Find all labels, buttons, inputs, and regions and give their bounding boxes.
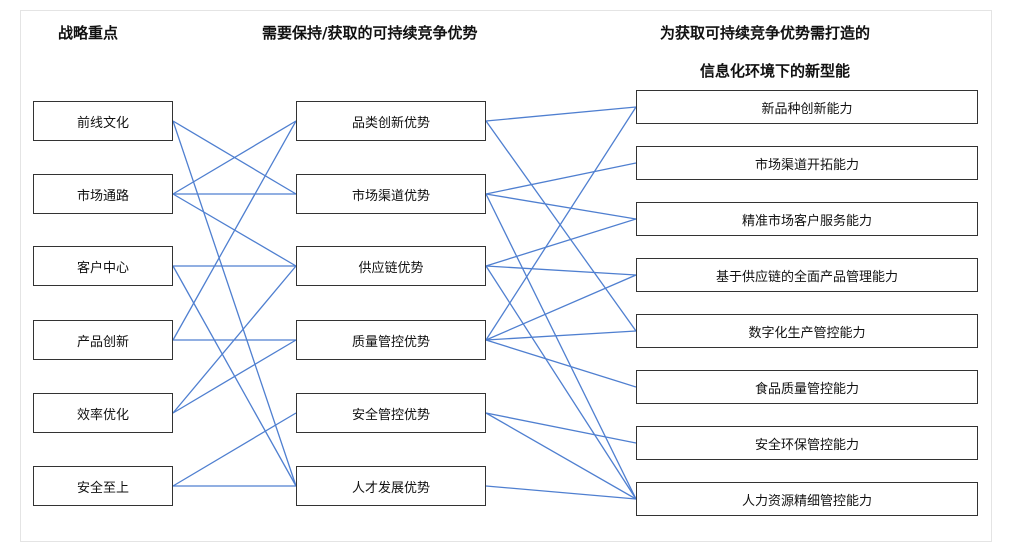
header-capabilities-line1: 为获取可持续竞争优势需打造的 xyxy=(660,24,871,42)
advantage-box: 供应链优势 xyxy=(296,246,486,286)
connector-left-middle xyxy=(172,120,297,195)
connector-left-middle xyxy=(172,265,297,414)
strategy-label: 客户中心 xyxy=(76,260,129,276)
connector-middle-right xyxy=(485,193,637,220)
capability-box: 安全环保管控能力 xyxy=(636,426,978,460)
connector-middle-right xyxy=(485,106,637,122)
connector-middle-right xyxy=(485,106,637,341)
capability-box: 数字化生产管控能力 xyxy=(636,314,978,348)
connector-middle-right xyxy=(485,330,637,341)
advantage-label: 供应链优势 xyxy=(358,260,424,276)
connector-middle-right xyxy=(485,265,637,276)
connector-left-middle xyxy=(172,120,297,341)
header-capabilities-line2: 信息化环境下的新型能 xyxy=(700,62,851,80)
advantage-label: 品类创新优势 xyxy=(351,115,430,131)
connector-middle-right xyxy=(485,274,637,341)
strategy-box: 产品创新 xyxy=(33,320,173,360)
strategy-label: 效率优化 xyxy=(76,407,129,423)
strategy-label: 市场通路 xyxy=(76,188,129,204)
advantage-box: 品类创新优势 xyxy=(296,101,486,141)
strategy-box: 前线文化 xyxy=(33,101,173,141)
capability-label: 新品种创新能力 xyxy=(761,101,853,117)
capability-label: 安全环保管控能力 xyxy=(754,437,859,453)
strategy-box: 客户中心 xyxy=(33,246,173,286)
connector-middle-right xyxy=(485,339,637,388)
strategy-box: 效率优化 xyxy=(33,393,173,433)
capability-label: 人力资源精细管控能力 xyxy=(741,493,872,509)
connector-left-middle xyxy=(172,339,297,414)
header-competitive-advantage: 需要保持/获取的可持续竞争优势 xyxy=(262,24,478,42)
strategy-box: 安全至上 xyxy=(33,466,173,506)
connector-left-middle xyxy=(172,120,297,487)
advantage-label: 市场渠道优势 xyxy=(351,188,430,204)
connector-middle-right xyxy=(485,162,637,195)
connector-left-middle xyxy=(172,412,297,487)
connector-middle-right xyxy=(485,412,637,500)
capability-box: 市场渠道开拓能力 xyxy=(636,146,978,180)
connector-middle-right xyxy=(485,193,637,500)
advantage-box: 质量管控优势 xyxy=(296,320,486,360)
capability-box: 精准市场客户服务能力 xyxy=(636,202,978,236)
strategy-label: 产品创新 xyxy=(76,334,129,350)
capability-label: 基于供应链的全面产品管理能力 xyxy=(715,269,898,285)
capability-box: 基于供应链的全面产品管理能力 xyxy=(636,258,978,292)
diagram-frame xyxy=(20,10,992,542)
advantage-label: 人才发展优势 xyxy=(351,480,430,496)
capability-box: 人力资源精细管控能力 xyxy=(636,482,978,516)
advantage-box: 人才发展优势 xyxy=(296,466,486,506)
advantage-box: 市场渠道优势 xyxy=(296,174,486,214)
capability-box: 食品质量管控能力 xyxy=(636,370,978,404)
strategy-box: 市场通路 xyxy=(33,174,173,214)
header-strategic-focus: 战略重点 xyxy=(58,24,119,42)
advantage-box: 安全管控优势 xyxy=(296,393,486,433)
connector-middle-right xyxy=(485,265,637,500)
capability-label: 精准市场客户服务能力 xyxy=(741,213,872,229)
capability-box: 新品种创新能力 xyxy=(636,90,978,124)
connector-middle-right xyxy=(485,120,637,332)
connector-middle-right xyxy=(485,218,637,267)
capability-label: 数字化生产管控能力 xyxy=(748,325,866,341)
strategy-label: 安全至上 xyxy=(76,480,129,496)
capability-label: 市场渠道开拓能力 xyxy=(754,157,859,173)
connector-middle-right xyxy=(485,412,637,444)
capability-label: 食品质量管控能力 xyxy=(754,381,859,397)
advantage-label: 质量管控优势 xyxy=(351,334,430,350)
advantage-label: 安全管控优势 xyxy=(351,407,430,423)
connector-middle-right xyxy=(485,485,637,500)
strategy-label: 前线文化 xyxy=(76,115,129,131)
